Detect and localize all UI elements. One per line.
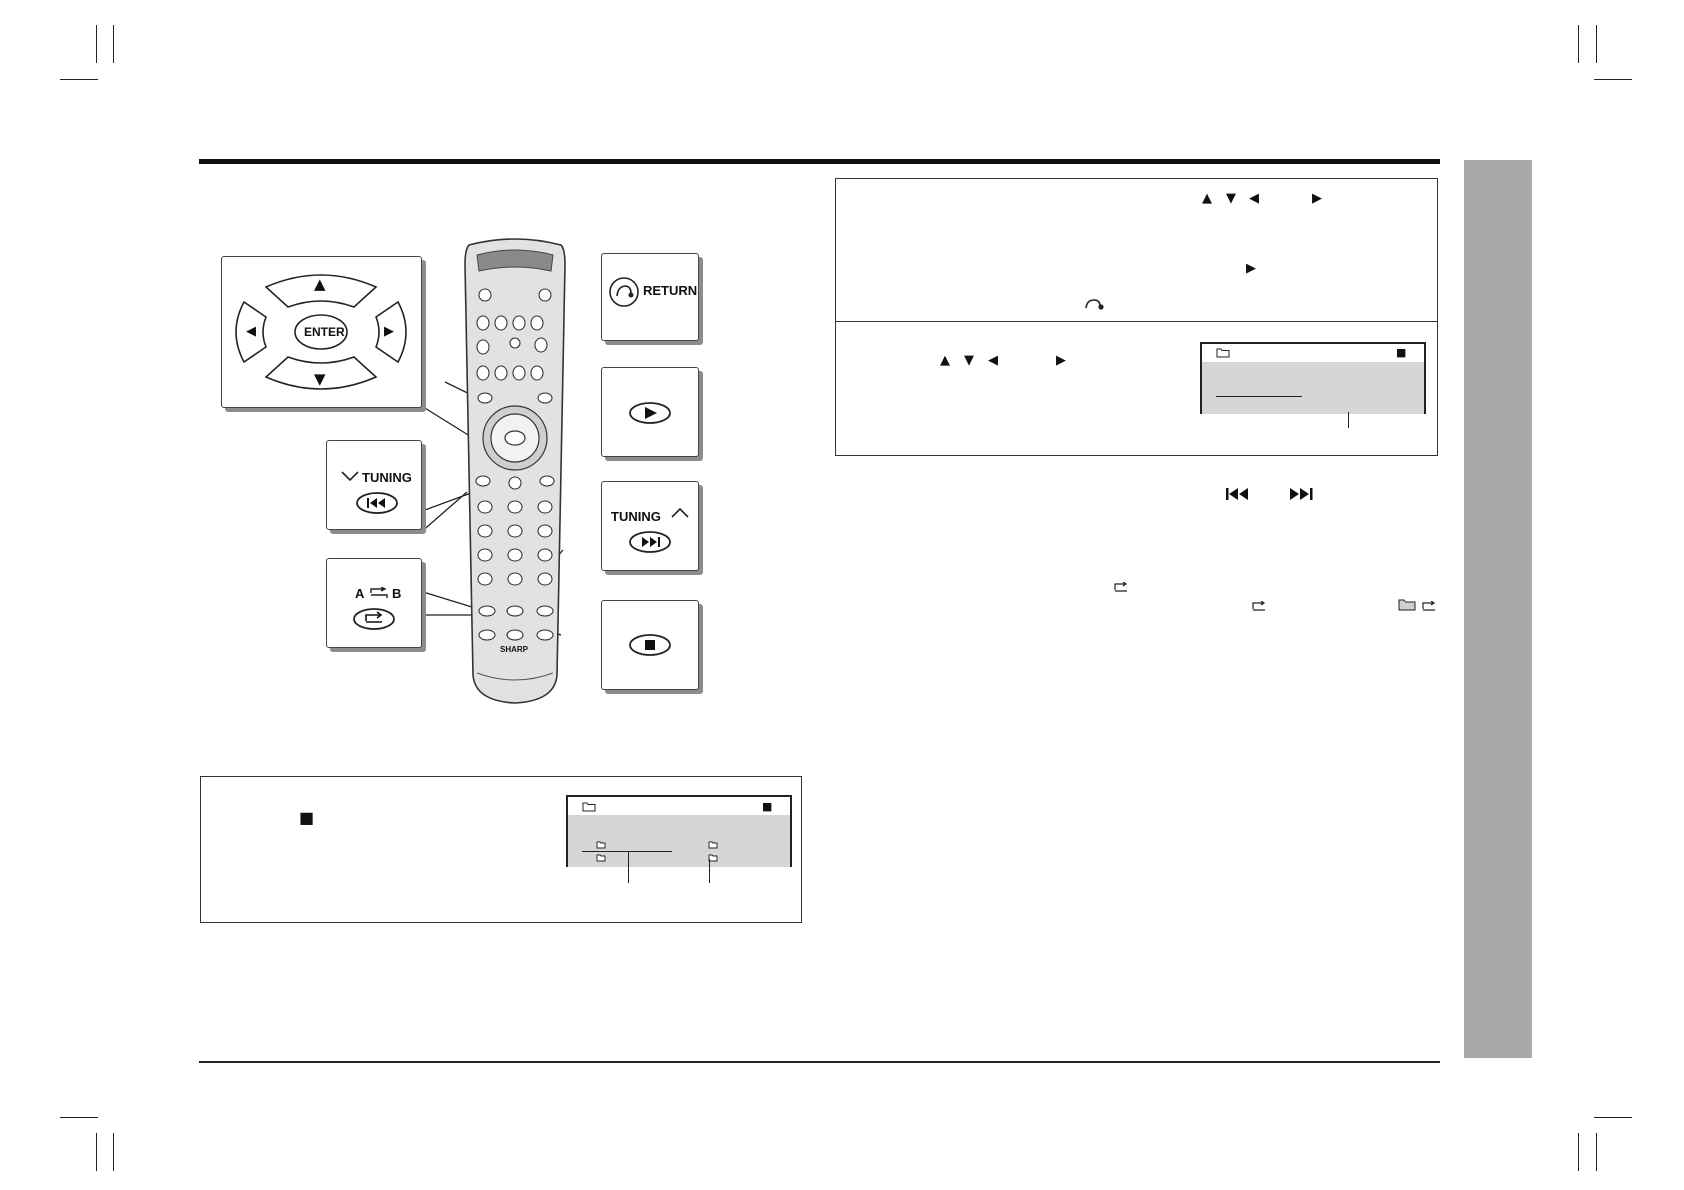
remote-brand: SHARP (500, 645, 529, 654)
folder-icon (1216, 348, 1230, 358)
enter-button[interactable]: ENTER (304, 325, 345, 339)
stop-button[interactable] (628, 633, 672, 657)
crop-mark (1594, 1117, 1632, 1118)
crop-mark (113, 25, 114, 63)
left-arrow-icon: ◀ (988, 353, 998, 368)
remote-diagram (419, 238, 566, 704)
down-arrow-icon: ▼ (964, 353, 974, 368)
crop-mark (96, 25, 97, 63)
tuning-down-callout: TUNING (326, 440, 422, 530)
skip-back-icon (1226, 488, 1248, 500)
highlight-underline (582, 851, 672, 852)
header-rule (199, 159, 1440, 164)
up-arrow-icon: ▲ (940, 353, 950, 368)
tuning-down-label: TUNING (362, 470, 412, 485)
return-icon (1085, 299, 1104, 310)
stop-callout (601, 600, 699, 690)
arrow-pad-callout: ▲ ▼ ◀ ▶ ENTER (221, 256, 422, 408)
play-icon: ▶ (1246, 261, 1256, 276)
tuning-up-label: TUNING (611, 509, 661, 524)
skip-back-button[interactable] (355, 491, 399, 515)
folder-icon (708, 841, 718, 849)
folder-list-screen: ■ (566, 795, 792, 867)
stop-info-box: ■ ■ (200, 776, 802, 923)
pointer-line (1348, 412, 1349, 428)
return-icon[interactable] (608, 276, 640, 308)
stop-icon: ■ (299, 808, 315, 827)
tuning-up-callout: TUNING (601, 481, 699, 571)
right-arrow-icon: ▶ (1056, 353, 1066, 368)
ab-label-a: A (355, 586, 365, 601)
return-callout: RETURN (601, 253, 699, 341)
folder-icon (1398, 599, 1416, 611)
folder-icon (596, 841, 606, 849)
left-arrow-icon[interactable]: ◀ (246, 324, 256, 339)
crop-mark (96, 1133, 97, 1171)
up-arrow-icon: ▲ (1202, 191, 1212, 206)
ab-repeat-button[interactable] (352, 607, 396, 631)
crop-mark (1594, 79, 1632, 80)
crop-mark (1596, 25, 1597, 63)
footer-rule (199, 1061, 1440, 1063)
repeat-icon (1422, 601, 1436, 611)
folder-icon (596, 854, 606, 862)
chevron-up-icon (671, 508, 689, 518)
section-divider (836, 321, 1437, 322)
right-arrow-icon[interactable]: ▶ (384, 324, 394, 339)
repeat-icon (1114, 582, 1128, 592)
chevron-down-icon (341, 471, 359, 481)
play-callout (601, 367, 699, 457)
right-arrow-icon: ▶ (1312, 191, 1322, 206)
folder-icon (582, 802, 596, 812)
crop-mark (1578, 1133, 1579, 1171)
pointer-line (709, 859, 710, 883)
up-arrow-icon[interactable]: ▲ (314, 275, 326, 293)
down-arrow-icon[interactable]: ▼ (314, 370, 326, 388)
stop-status-icon: ■ (1396, 346, 1407, 359)
play-button[interactable] (628, 401, 672, 425)
stop-status-icon: ■ (762, 800, 773, 813)
pointer-line (628, 851, 629, 883)
arrow-pad-illustration (235, 274, 407, 390)
repeat-small-icon (370, 587, 388, 598)
down-arrow-icon: ▼ (1226, 191, 1236, 206)
ab-repeat-callout: A B (326, 558, 422, 648)
navigation-box: ▲ ▼ ◀ ▶ ▶ ▲ ▼ ◀ ▶ ■ (835, 178, 1438, 456)
side-tab (1464, 160, 1532, 1058)
left-arrow-icon: ◀ (1249, 191, 1259, 206)
crop-mark (1578, 25, 1579, 63)
ab-label-b: B (392, 586, 402, 601)
return-label: RETURN (643, 283, 698, 298)
file-list-screen: ■ (1200, 342, 1426, 414)
crop-mark (60, 79, 98, 80)
skip-forward-button[interactable] (628, 530, 672, 554)
repeat-icon (1252, 601, 1266, 611)
crop-mark (60, 1117, 98, 1118)
crop-mark (1596, 1133, 1597, 1171)
skip-forward-icon (1290, 488, 1313, 500)
crop-mark (113, 1133, 114, 1171)
highlight-underline (1216, 396, 1302, 397)
